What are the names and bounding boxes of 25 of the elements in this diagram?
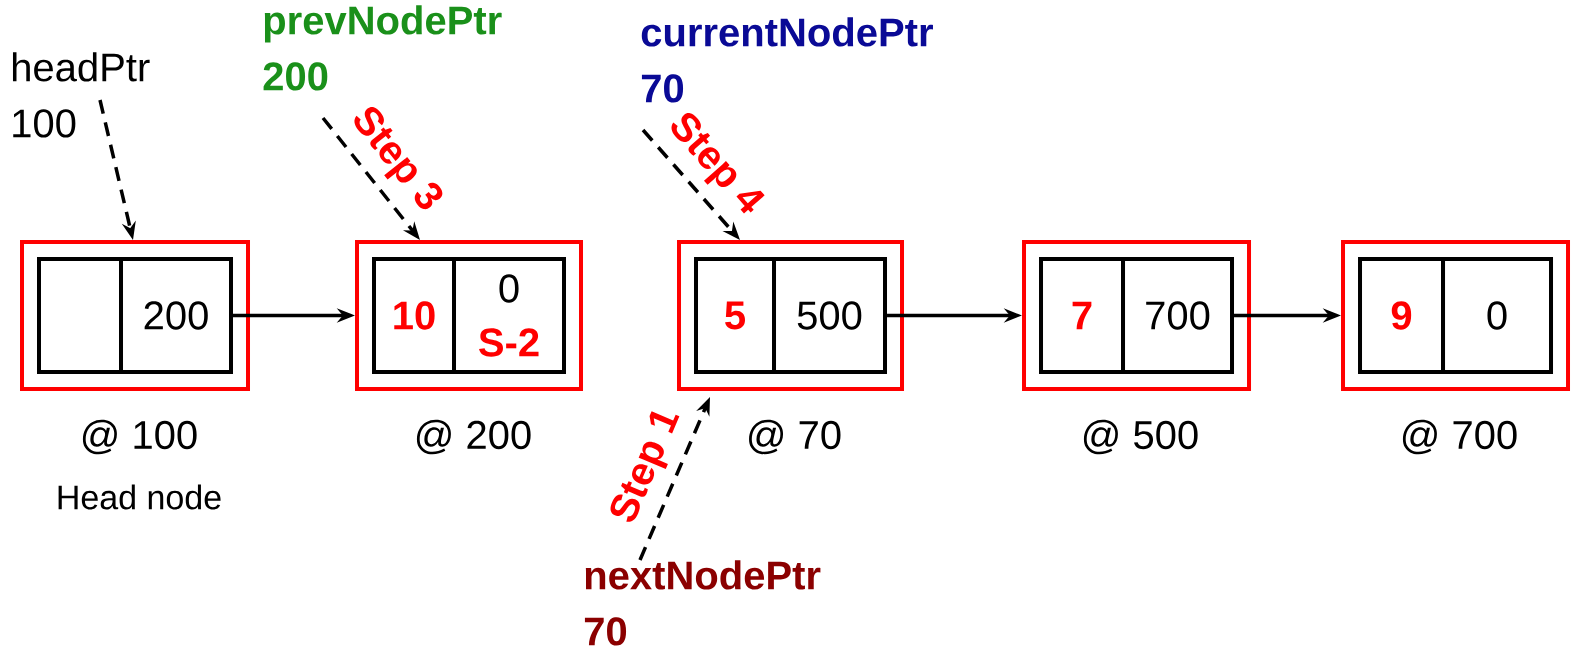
address-label: @ 200 [416,419,531,455]
address-label: @ 700 [1402,419,1517,455]
pointer-cell: 500 [772,257,887,374]
pointer-cell: 0 S-2 [452,257,566,374]
data-cell: 5 [694,257,776,374]
pointer-cell: 700 [1121,257,1234,374]
address-label: @ 500 [1083,419,1198,455]
node-frame [1341,240,1570,391]
pointer-label: nextNodePtr 70 [584,560,821,646]
pointer-label: currentNodePtr 70 [641,17,933,103]
pointer-cell: 200 [119,257,233,374]
node-frame [677,240,904,391]
pointer-label: prevNodePtr 200 [263,5,502,91]
data-cell: 10 [372,257,456,374]
address-label: Head node [58,484,221,510]
address-label: @ 70 [749,419,841,455]
data-cell: 9 [1358,257,1445,374]
data-cell: 7 [1039,257,1125,374]
pointer-cell: 0 [1441,257,1553,374]
node-frame [20,240,250,391]
address-label: @ 100 [82,419,197,455]
node-frame [1022,240,1251,391]
pointer-label: headPtr 100 [13,52,150,138]
step-label: Step 1 [604,401,691,532]
node-frame [355,240,583,391]
